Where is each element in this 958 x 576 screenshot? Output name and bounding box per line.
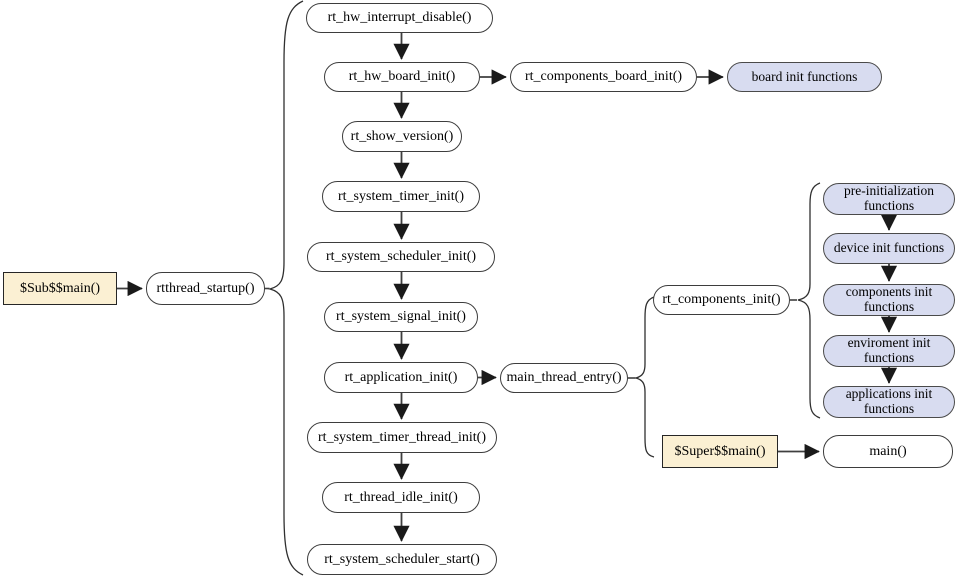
node-device-init-functions: device init functions [823, 233, 955, 264]
node-enviroment-init-functions: enviroment init functions [823, 335, 955, 367]
node-rt-system-timer-init: rt_system_timer_init() [322, 181, 480, 212]
node-main-thread-entry: main_thread_entry() [500, 363, 628, 393]
node-rt-system-timer-thread-init: rt_system_timer_thread_init() [307, 422, 497, 453]
node-components-init-functions: components init functions [823, 284, 955, 316]
node-super-main: $Super$$main() [662, 435, 778, 468]
node-pre-initialization-functions: pre-initialization functions [823, 183, 955, 215]
node-rtthread-startup: rtthread_startup() [146, 272, 265, 305]
startup-sequence-brace [267, 0, 304, 576]
node-rt-system-scheduler-init: rt_system_scheduler_init() [307, 242, 495, 272]
node-rt-hw-board-init: rt_hw_board_init() [324, 62, 480, 92]
node-rt-hw-interrupt-disable: rt_hw_interrupt_disable() [306, 3, 493, 33]
node-sub-main: $Sub$$main() [3, 272, 117, 305]
components-init-brace [797, 182, 821, 419]
node-rt-application-init: rt_application_init() [324, 362, 478, 393]
node-rt-show-version: rt_show_version() [342, 121, 462, 152]
node-rt-components-board-init: rt_components_board_init() [510, 62, 697, 92]
node-rt-system-signal-init: rt_system_signal_init() [324, 302, 478, 332]
node-board-init-functions: board init functions [727, 62, 882, 92]
main-thread-brace [633, 296, 655, 458]
node-main: main() [823, 435, 953, 468]
node-rt-system-scheduler-start: rt_system_scheduler_start() [307, 544, 497, 575]
node-applications-init-functions: applications init functions [823, 386, 955, 418]
node-rt-thread-idle-init: rt_thread_idle_init() [322, 482, 480, 513]
node-rt-components-init: rt_components_init() [653, 285, 790, 315]
